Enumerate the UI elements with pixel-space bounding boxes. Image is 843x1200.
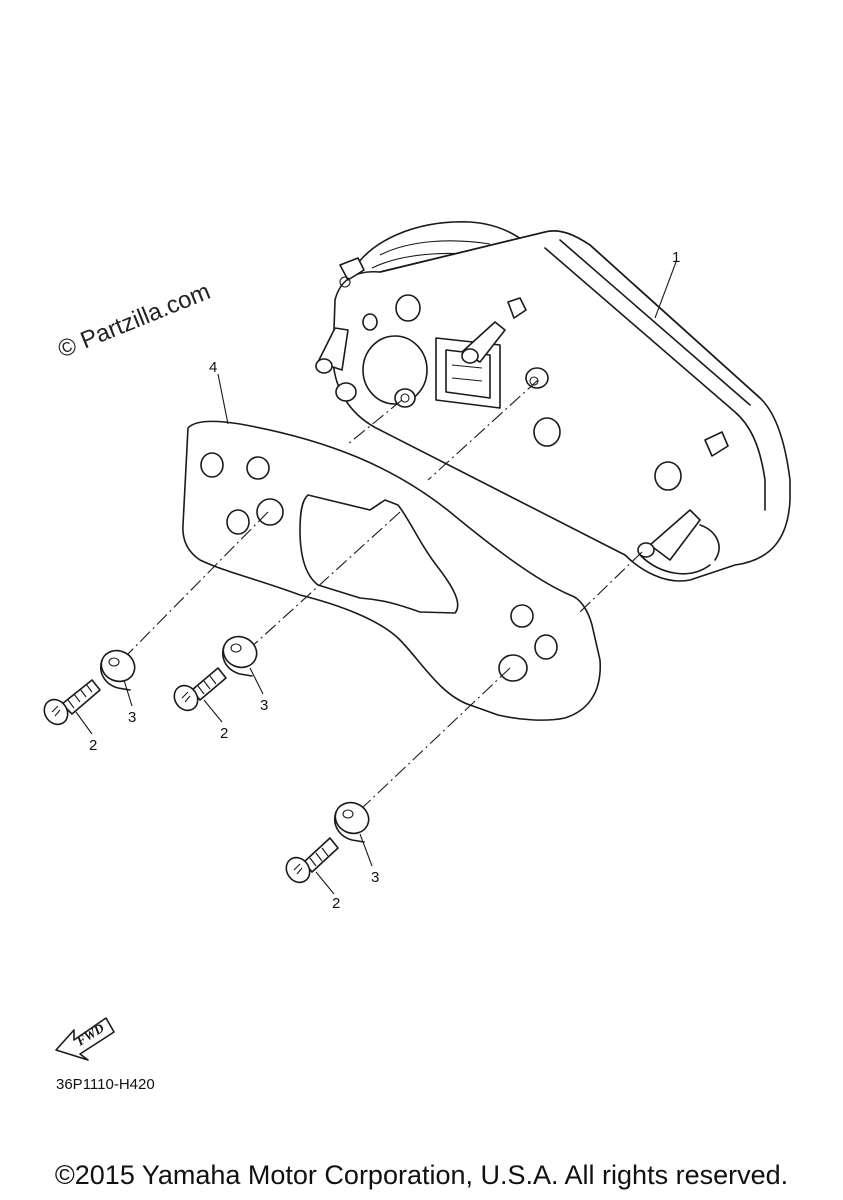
watermark: © Partzilla.com xyxy=(54,278,214,364)
leader-lines xyxy=(75,261,677,895)
callout-screw-a: 2 xyxy=(89,737,97,754)
callout-bracket: 4 xyxy=(209,359,217,376)
diagram-code: 36P1110-H420 xyxy=(56,1076,155,1093)
screw-a[interactable] xyxy=(40,679,101,729)
bracket[interactable] xyxy=(182,420,601,721)
washer-b[interactable] xyxy=(218,631,261,677)
washer-a[interactable] xyxy=(96,645,139,691)
callout-meter-assembly: 1 xyxy=(672,249,680,266)
copyright-notice: ©2015 Yamaha Motor Corporation, U.S.A. A… xyxy=(54,1160,789,1190)
callout-screw-b: 2 xyxy=(220,725,228,742)
callout-washer-b: 3 xyxy=(260,697,268,714)
meter-assembly[interactable] xyxy=(315,221,791,582)
callout-washer-c: 3 xyxy=(371,869,379,886)
assembly-lines xyxy=(123,379,643,811)
fwd-arrow-icon: FWD xyxy=(55,1017,115,1061)
screw-c[interactable] xyxy=(282,837,339,887)
callout-screw-c: 2 xyxy=(332,895,340,912)
washer-c[interactable] xyxy=(330,797,373,843)
callout-washer-a: 3 xyxy=(128,709,136,726)
screw-b[interactable] xyxy=(170,667,227,715)
